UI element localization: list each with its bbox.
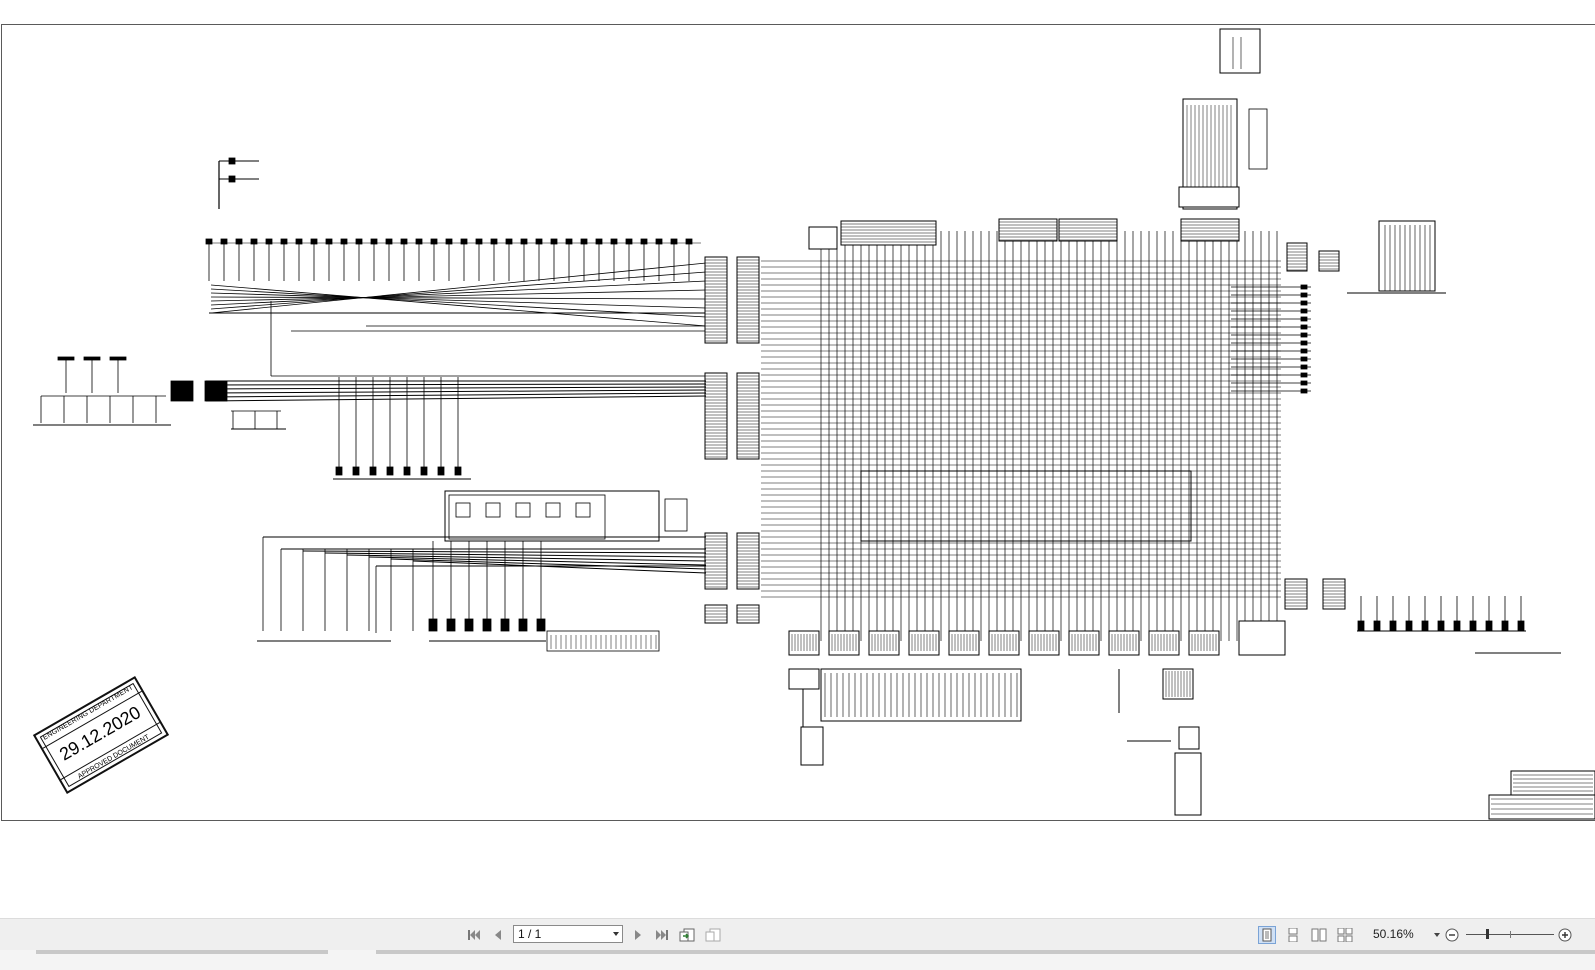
zoom-out-icon <box>1445 928 1459 942</box>
previous-page-icon <box>495 930 501 940</box>
wiring-schematic <box>33 28 1595 820</box>
continuous-page-mode-button[interactable] <box>1284 926 1302 944</box>
zoom-in-icon <box>1558 928 1572 942</box>
single-page-mode-button[interactable] <box>1258 926 1276 944</box>
facing-pages-mode-button[interactable] <box>1310 926 1328 944</box>
facing-pages-icon <box>1311 928 1327 942</box>
zoom-level-text[interactable]: 50.16% <box>1373 927 1414 941</box>
zoom-dropdown-chevron-icon[interactable] <box>1434 933 1440 937</box>
zoom-slider-thumb[interactable] <box>1486 929 1489 939</box>
chevron-down-icon <box>613 932 619 936</box>
previous-page-button[interactable] <box>489 926 507 944</box>
next-view-icon <box>705 928 721 942</box>
scrollbar-thumb[interactable] <box>36 950 328 954</box>
continuous-page-icon <box>1288 928 1298 942</box>
document-viewport[interactable]: ENGINEERING DEPARTMENT 29.12.2020 APPROV… <box>0 0 1595 935</box>
horizontal-scrollbar[interactable] <box>0 950 1595 970</box>
last-page-icon <box>656 930 668 940</box>
next-page-icon <box>635 930 641 940</box>
next-view-button[interactable] <box>705 926 723 944</box>
scrollbar-track-segment[interactable] <box>376 950 1595 954</box>
continuous-facing-mode-button[interactable] <box>1336 926 1354 944</box>
drawing-page: ENGINEERING DEPARTMENT 29.12.2020 APPROV… <box>1 24 1595 821</box>
previous-view-icon <box>679 928 695 942</box>
first-page-button[interactable] <box>465 926 483 944</box>
last-page-button[interactable] <box>653 926 671 944</box>
single-page-icon <box>1262 928 1272 942</box>
previous-view-button[interactable] <box>679 926 697 944</box>
page-number-select[interactable]: 1 / 1 <box>513 925 623 943</box>
zoom-in-button[interactable] <box>1556 926 1574 944</box>
continuous-facing-icon <box>1337 928 1353 942</box>
viewer-toolbar: 1 / 1 50.16% <box>0 918 1595 951</box>
first-page-icon <box>468 930 480 940</box>
page-indicator-text: 1 / 1 <box>518 927 542 941</box>
next-page-button[interactable] <box>629 926 647 944</box>
zoom-slider-center-tick <box>1510 931 1511 938</box>
zoom-out-button[interactable] <box>1443 926 1461 944</box>
